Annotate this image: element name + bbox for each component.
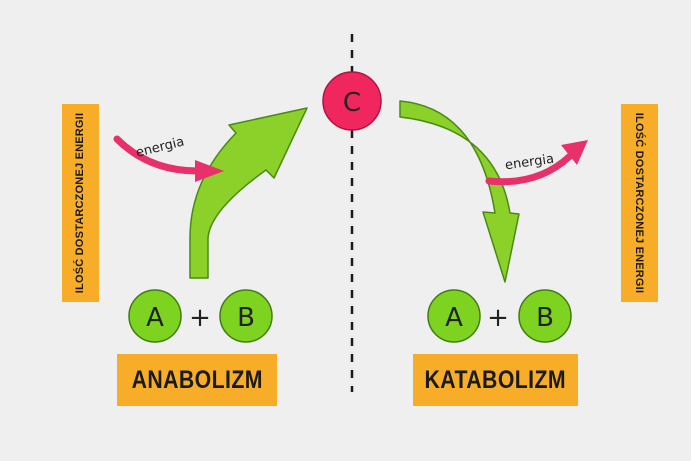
energy-label-right: energia	[504, 152, 555, 174]
right-molecule-a-label: A	[445, 303, 463, 333]
catabolism-title: KATABOLIZM	[424, 365, 567, 394]
anabolism-arrow	[189, 107, 308, 279]
left-molecule-b	[219, 289, 273, 343]
energy-out-arrow-curve	[485, 152, 574, 186]
left-plus-sign: +	[189, 303, 211, 333]
right-plus-sign: +	[487, 303, 509, 333]
energy-in-arrow-curve	[113, 135, 205, 175]
left-energy-amount-label: ILOŚĆ DOSTARCZONEJ ENERGII	[74, 112, 87, 294]
energy-in-arrowhead	[195, 160, 224, 182]
product-c-label: C	[343, 88, 361, 118]
anabolism-title-box: ANABOLIZM	[117, 354, 277, 406]
energy-label-left: energia	[134, 134, 185, 160]
left-molecule-a	[128, 289, 182, 343]
right-molecule-a	[427, 289, 481, 343]
catabolism-arrow	[399, 100, 520, 283]
catabolism-title-box: KATABOLIZM	[413, 354, 578, 406]
product-c-circle	[322, 71, 382, 131]
right-energy-amount-bar: ILOŚĆ DOSTARCZONEJ ENERGII	[621, 104, 658, 302]
right-molecule-b-label: B	[536, 303, 554, 333]
left-molecule-a-label: A	[146, 303, 164, 333]
energy-out-arrowhead	[561, 140, 588, 165]
right-molecule-b	[518, 289, 572, 343]
left-molecule-b-label: B	[237, 303, 255, 333]
anabolism-title: ANABOLIZM	[131, 365, 263, 394]
right-energy-amount-label: ILOŚĆ DOSTARCZONEJ ENERGII	[633, 112, 646, 294]
left-energy-amount-bar: ILOŚĆ DOSTARCZONEJ ENERGII	[62, 104, 99, 302]
